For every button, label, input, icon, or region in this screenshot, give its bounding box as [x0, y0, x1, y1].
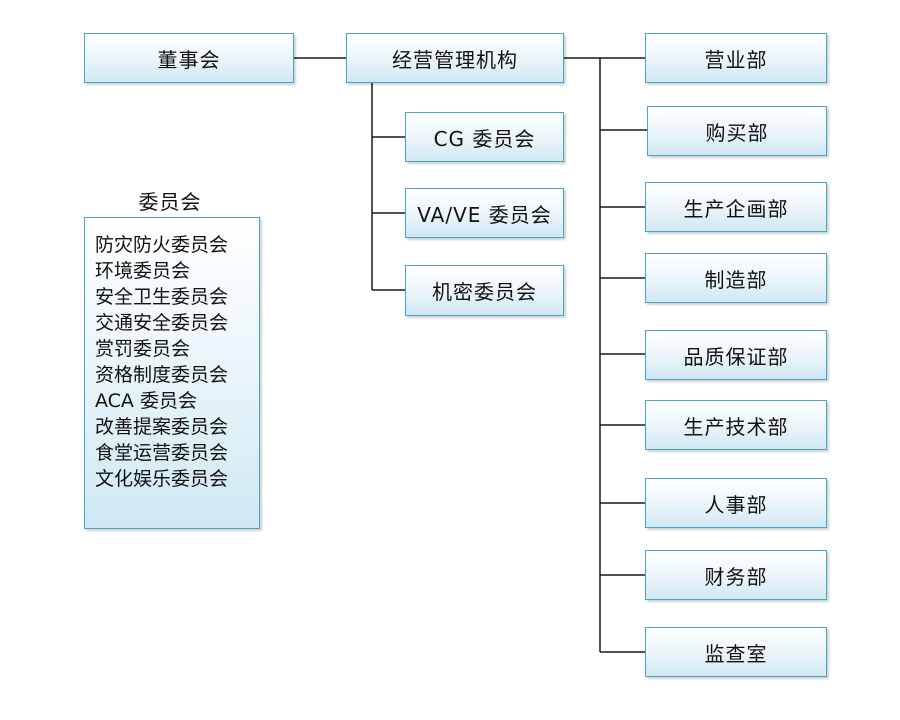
committee-item: 安全卫生委员会: [95, 286, 229, 308]
management-node: 经营管理机构: [346, 33, 564, 83]
department-node-audit: 监查室: [645, 627, 827, 677]
department-label: 监查室: [704, 641, 768, 666]
department-node-production-engineering: 生产技术部: [645, 400, 827, 450]
department-node-manufacturing: 制造部: [645, 253, 827, 303]
committee-item: 赏罚委员会: [95, 338, 191, 360]
committee-item: 交通安全委员会: [95, 312, 229, 334]
board-label: 董事会: [157, 47, 221, 72]
committee-node-secret: 机密委员会: [405, 265, 564, 316]
committee-item: 资格制度委员会: [95, 364, 229, 386]
department-label: 生产企画部: [683, 196, 789, 221]
department-label: 营业部: [704, 47, 768, 72]
committee-node-label: VA/VE 委员会: [417, 202, 552, 227]
committee-item: 防灾防火委员会: [95, 234, 229, 256]
department-label: 财务部: [704, 564, 768, 589]
department-label: 制造部: [704, 267, 768, 292]
department-label: 生产技术部: [683, 414, 789, 439]
committee-item: 文化娱乐委员会: [95, 468, 229, 490]
committee-item: 食堂运营委员会: [95, 442, 229, 464]
department-node-sales: 营业部: [645, 33, 827, 83]
committee-item: ACA 委员会: [95, 390, 197, 412]
committee-item: 改善提案委员会: [95, 416, 229, 438]
committee-node-cg: CG 委员会: [405, 112, 564, 162]
department-node-finance: 财务部: [645, 550, 827, 600]
department-label: 人事部: [704, 492, 768, 517]
department-node-hr: 人事部: [645, 478, 827, 528]
department-label: 品质保证部: [683, 344, 789, 369]
board-node: 董事会: [84, 33, 294, 83]
committee-node-vave: VA/VE 委员会: [405, 188, 564, 238]
committee-node-label: CG 委员会: [433, 126, 536, 151]
department-node-production-planning: 生产企画部: [645, 182, 827, 232]
committee-panel-title: 委员会: [138, 190, 202, 214]
committee-item: 环境委员会: [95, 260, 191, 282]
committee-panel: 防灾防火委员会 环境委员会 安全卫生委员会 交通安全委员会 赏罚委员会 资格制度…: [84, 217, 260, 529]
department-node-purchasing: 购买部: [647, 106, 827, 156]
department-label: 购买部: [705, 120, 769, 145]
committee-node-label: 机密委员会: [432, 280, 537, 304]
management-label: 经营管理机构: [392, 47, 518, 72]
department-node-quality-assurance: 品质保证部: [645, 330, 827, 380]
